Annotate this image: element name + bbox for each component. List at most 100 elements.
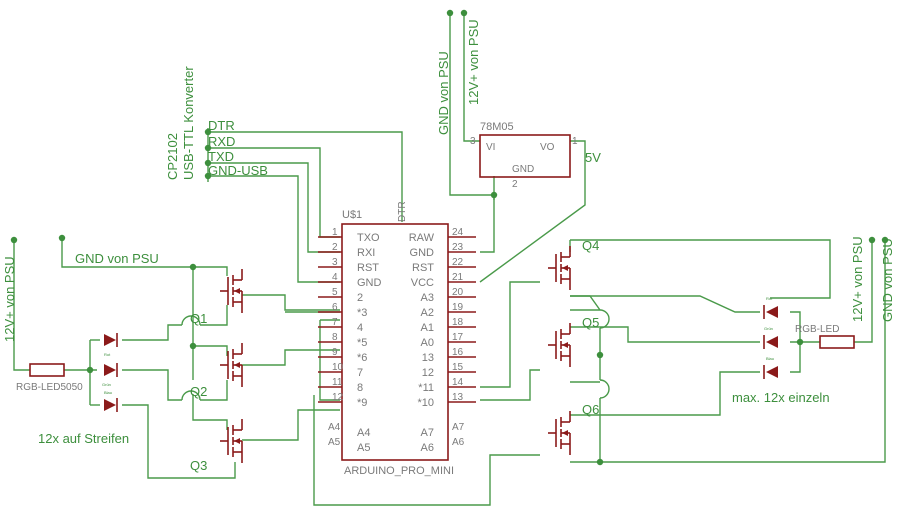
regulator-78m05: 78M05 VI VO GND 1 2 3 5V — [470, 121, 601, 190]
arduino-left-pin-name: RXI — [357, 247, 375, 259]
regulator-gnd: GND — [512, 164, 534, 175]
signal-rxd: RXD — [208, 134, 235, 149]
arduino-left-pin-num: 10 — [332, 362, 344, 373]
arduino-right-pin-num: 19 — [452, 302, 464, 313]
led-right-red-label: Rot — [766, 296, 773, 301]
arduino-bottom-left-pin-num: A5 — [328, 437, 341, 448]
arduino-right-pin-name: A2 — [421, 307, 434, 319]
arduino-right-pin-num: 14 — [452, 377, 464, 388]
arduino-right-pin-num: 22 — [452, 257, 464, 268]
v12-right-label: 12V+ von PSU — [850, 236, 865, 322]
arduino-left-pin-name: *6 — [357, 352, 367, 364]
arduino-right-pin-name: 12 — [422, 367, 434, 379]
regulator-pin1: 1 — [572, 136, 578, 147]
arduino-right-pin-num: 13 — [452, 392, 464, 403]
arduino-right-pins: 24RAW23GND22RST21VCC20A319A218A117A01613… — [409, 227, 476, 409]
left-leds: RGB-LED5050 Rot Grün Blau 12x auf Streif… — [16, 333, 129, 446]
transistor-label-q6: Q6 — [582, 402, 599, 417]
arduino-bottom-right-pin-num: A7 — [452, 422, 465, 433]
arduino-right-pin-name: GND — [410, 247, 435, 259]
arduino-right-pin-name: *11 — [418, 382, 434, 394]
mosfet-q6: Q6 — [548, 402, 599, 455]
arduino-right-pin-name: VCC — [411, 277, 434, 289]
led-right-green: Grün — [763, 326, 778, 349]
arduino-right-pin-name: 13 — [422, 352, 434, 364]
arduino-right-pin-num: 24 — [452, 227, 464, 238]
mosfet-q5: Q5 — [548, 315, 599, 367]
arduino-left-pin-num: 1 — [332, 227, 338, 238]
arduino-left-pin-name: *5 — [357, 337, 367, 349]
regulator-5v: 5V — [585, 150, 601, 165]
arduino-right-pin-num: 18 — [452, 317, 464, 328]
cp2102-converter: CP2102 USB-TTL Konverter DTR RXD TXD GND… — [165, 66, 268, 180]
transistor-label-q5: Q5 — [582, 315, 599, 330]
arduino-right-pin-num: 23 — [452, 242, 464, 253]
arduino-bottom-right-pin-num: A6 — [452, 437, 465, 448]
wires — [13, 13, 886, 506]
arduino-bottom-right-pin-name: A7 — [421, 427, 434, 439]
signal-txd: TXD — [208, 149, 234, 164]
v12-left-label: 12V+ von PSU — [2, 256, 17, 342]
arduino-right-pin-num: 15 — [452, 362, 464, 373]
arduino-left-pin-num: 12 — [332, 392, 344, 403]
led-left-red: Rot — [104, 333, 118, 357]
arduino-right-pin-name: RAW — [409, 232, 435, 244]
arduino-left-pin-name: GND — [357, 277, 382, 289]
transistor-label-q1: Q1 — [190, 311, 207, 326]
power-labels: GND von PSU 12V+ von PSU GND von PSU 12V… — [2, 19, 895, 342]
mosfet-q1: Q1 — [190, 269, 243, 326]
transistor-label-q4: Q4 — [582, 238, 599, 253]
arduino-dtr: DTR — [397, 201, 408, 222]
junctions — [10, 9, 889, 466]
converter-line1: CP2102 — [165, 133, 180, 180]
mosfet-q2: Q2 — [190, 343, 243, 399]
signal-dtr: DTR — [208, 118, 235, 133]
arduino-left-pin-num: 3 — [332, 257, 338, 268]
arduino-left-pin-name: *9 — [357, 397, 367, 409]
regulator-name: 78M05 — [480, 121, 514, 133]
arduino-left-pin-num: 7 — [332, 317, 338, 328]
gnd-left-label: GND von PSU — [75, 251, 159, 266]
arduino-right-pin-name: RST — [412, 262, 434, 274]
signal-gnd-usb: GND-USB — [208, 163, 268, 178]
arduino-left-pin-name: RST — [357, 262, 379, 274]
arduino-pro-mini: U$1 DTR ARDUINO_PRO_MINI 1 TXO 2 RXI 3 RST 4 GN… — [318, 201, 476, 477]
led-left-red-label: Rot — [104, 352, 111, 357]
led-left-blue: Blau — [104, 390, 118, 412]
arduino-right-pin-num: 20 — [452, 287, 464, 298]
led-left-blue-label: Blau — [104, 390, 112, 395]
arduino-left-pin-num: 8 — [332, 332, 338, 343]
left-note: 12x auf Streifen — [38, 431, 129, 446]
right-resistor-label: RGB-LED — [795, 324, 839, 335]
regulator-pin2: 2 — [512, 179, 518, 190]
led-right-green-label: Grün — [764, 326, 773, 331]
arduino-bottom-right-pin-name: A6 — [421, 442, 434, 454]
led-right-blue-label: Blau — [766, 356, 774, 361]
arduino-left-pin-name: 7 — [357, 367, 363, 379]
arduino-right-pin-name: A0 — [421, 337, 434, 349]
arduino-name: U$1 — [342, 209, 362, 221]
transistor-label-q3: Q3 — [190, 458, 207, 473]
arduino-right-pin-num: 16 — [452, 347, 464, 358]
arduino-value: ARDUINO_PRO_MINI — [344, 465, 454, 477]
left-resistor-label: RGB-LED5050 — [16, 382, 83, 393]
led-right-blue: Blau — [763, 356, 778, 379]
arduino-left-pin-name: 8 — [357, 382, 363, 394]
right-leds: RGB-LED Rot Grün Blau max. 12x einzeln — [732, 296, 855, 405]
mosfet-q4: Q4 — [548, 238, 599, 290]
arduino-left-pin-num: 2 — [332, 242, 338, 253]
led-right-red: Rot — [763, 296, 778, 319]
arduino-right-pin-num: 17 — [452, 332, 464, 343]
led-left-green: Grün — [102, 363, 118, 387]
arduino-left-pin-name: TXO — [357, 232, 380, 244]
led-left-green-label: Grün — [102, 382, 111, 387]
transistor-label-q2: Q2 — [190, 384, 207, 399]
arduino-left-pin-name: 4 — [357, 322, 363, 334]
arduino-left-pin-num: 6 — [332, 302, 338, 313]
v12-top-label: 12V+ von PSU — [466, 19, 481, 105]
gnd-top-label: GND von PSU — [436, 51, 451, 135]
